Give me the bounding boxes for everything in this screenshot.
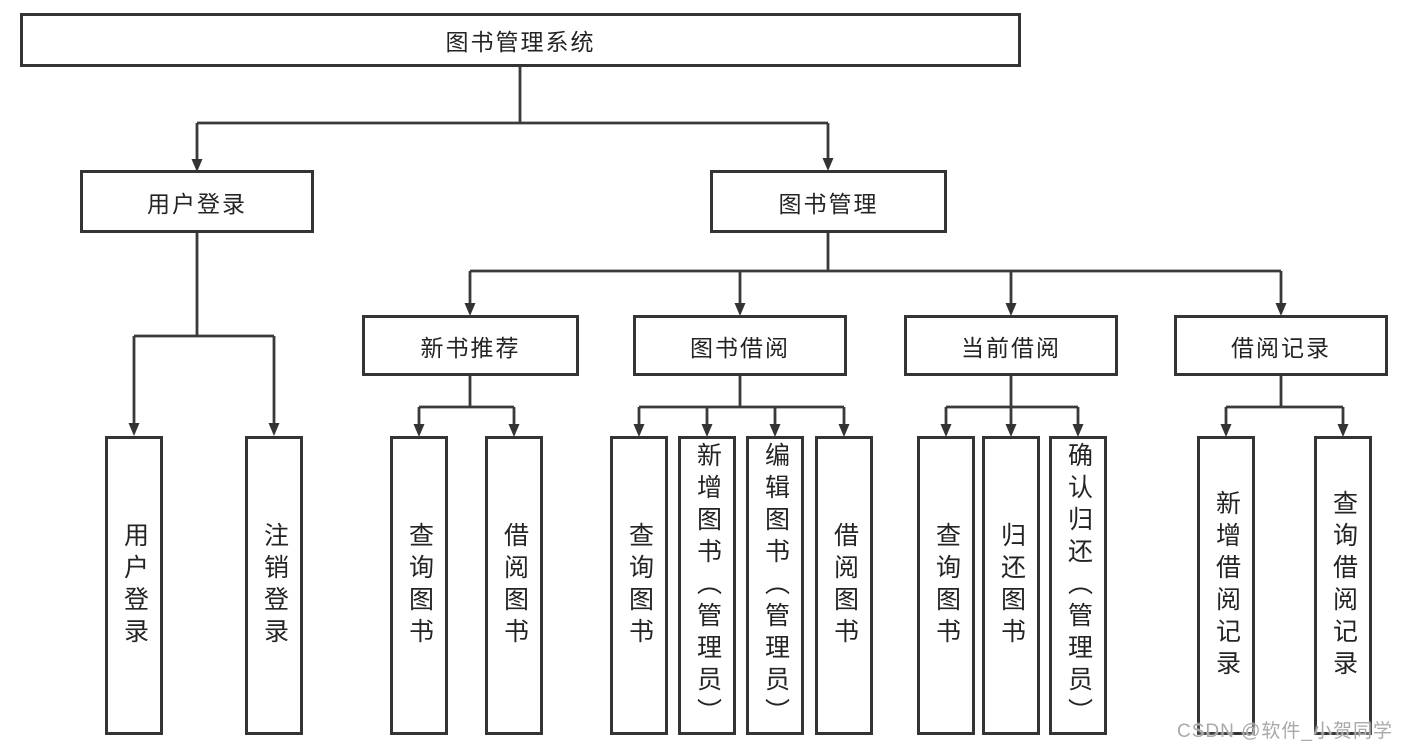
node-label: 新增借阅记录	[1212, 489, 1241, 682]
node-label: 当前借阅	[961, 334, 1061, 361]
leaf-borrow-books: 借阅图书	[815, 436, 873, 735]
node-user-login: 用户登录	[80, 170, 314, 233]
leaf-add-borrow-record: 新增借阅记录	[1197, 436, 1255, 735]
node-label: 图书管理	[778, 190, 879, 217]
leaf-logout: 注销登录	[245, 436, 303, 735]
node-label: 借阅图书	[830, 521, 859, 650]
node-label: 归还图书	[997, 521, 1026, 650]
leaf-query-books: 查询图书	[390, 436, 448, 735]
node-label: 查询图书	[625, 521, 654, 650]
node-current-borrowing: 当前借阅	[904, 315, 1118, 376]
node-book-borrowing: 图书借阅	[633, 315, 847, 376]
node-label: 查询图书	[932, 521, 961, 650]
node-label: 用户登录	[147, 190, 247, 217]
leaf-query-borrow-record: 查询借阅记录	[1314, 436, 1372, 735]
node-label: 图书管理系统	[445, 29, 596, 55]
node-label: 查询图书	[405, 521, 434, 650]
arrowheads	[128, 158, 1349, 437]
leaf-add-books-admin: 新增图书（管理员）	[678, 436, 736, 735]
leaf-borrow-books: 借阅图书	[485, 436, 543, 735]
leaf-user-login: 用户登录	[105, 436, 163, 735]
node-new-book-recommendation: 新书推荐	[362, 315, 579, 376]
watermark: CSDN @软件_小贺同学	[1177, 721, 1393, 742]
leaf-edit-books-admin: 编辑图书（管理员）	[746, 436, 804, 735]
node-label: 查询借阅记录	[1329, 489, 1358, 682]
node-label: 新增图书（管理员）	[693, 441, 722, 730]
node-label: 用户登录	[120, 521, 149, 650]
node-borrowing-records: 借阅记录	[1174, 315, 1388, 376]
node-label: 借阅图书	[500, 521, 529, 650]
node-book-management: 图书管理	[710, 170, 947, 233]
node-label: 借阅记录	[1231, 334, 1331, 361]
node-label: 注销登录	[260, 521, 289, 650]
node-label: 图书借阅	[690, 334, 790, 361]
node-label: 确认归还（管理员）	[1064, 441, 1093, 730]
node-label: 新书推荐	[420, 334, 521, 361]
node-system-root: 图书管理系统	[20, 13, 1021, 67]
leaf-query-books: 查询图书	[610, 436, 668, 735]
node-label: 编辑图书（管理员）	[761, 441, 790, 730]
leaf-confirm-return-admin: 确认归还（管理员）	[1049, 436, 1107, 735]
leaf-query-books: 查询图书	[917, 436, 975, 735]
leaf-return-books: 归还图书	[982, 436, 1040, 735]
